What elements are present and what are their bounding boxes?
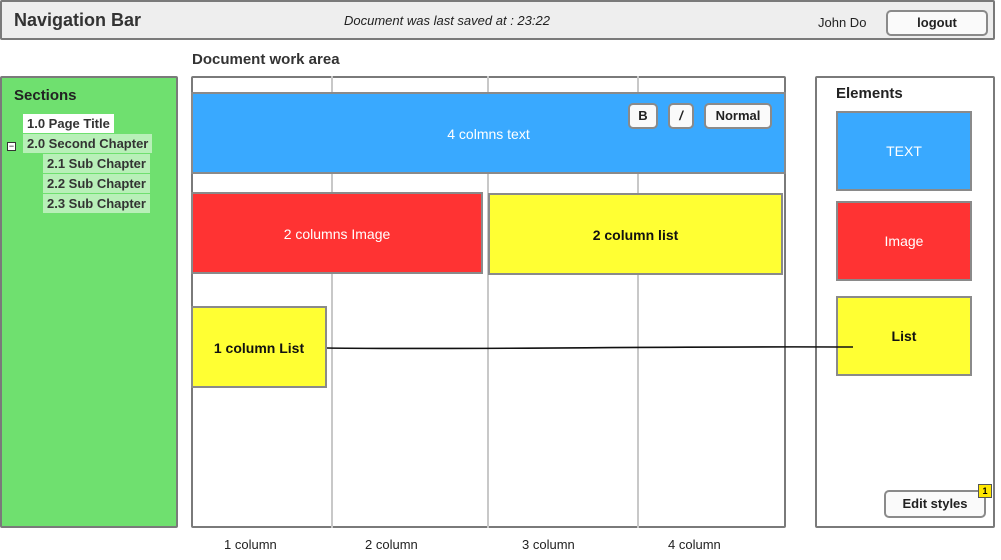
work-area-title: Document work area	[192, 51, 340, 68]
column-label-4: 4 column	[668, 537, 721, 552]
column-label-1: 1 column	[224, 537, 277, 552]
normal-style-button[interactable]: Normal	[704, 103, 772, 129]
section-item-second-chapter[interactable]: 2.0 Second Chapter	[23, 134, 153, 153]
two-column-list-block[interactable]: 2 column list	[488, 193, 783, 275]
logout-button[interactable]: logout	[886, 10, 988, 36]
column-label-3: 3 column	[522, 537, 575, 552]
text-element[interactable]: TEXT	[836, 111, 972, 191]
bold-button[interactable]: B	[628, 103, 658, 129]
column-label-2: 2 column	[365, 537, 418, 552]
notification-badge: 1	[978, 484, 992, 498]
edit-styles-button[interactable]: Edit styles	[884, 490, 986, 518]
four-column-text-label: 4 colmns text	[447, 126, 530, 142]
two-column-list-label: 2 column list	[592, 227, 679, 243]
one-column-list-label: 1 column List	[213, 340, 305, 356]
collapse-toggle-icon[interactable]: −	[7, 141, 16, 151]
section-item-sub-chapter-2-3[interactable]: 2.3 Sub Chapter	[43, 194, 150, 213]
sections-panel: Sections 1.0 Page Title − 2.0 Second Cha…	[0, 76, 178, 528]
column-divider	[637, 76, 639, 528]
column-divider	[331, 76, 333, 528]
sections-title: Sections	[14, 87, 77, 104]
section-item-sub-chapter-2-2[interactable]: 2.2 Sub Chapter	[43, 174, 150, 193]
two-column-image-label: 2 columns Image	[283, 226, 391, 242]
last-saved-status: Document was last saved at : 23:22	[344, 13, 550, 28]
nav-title: Navigation Bar	[14, 10, 142, 30]
user-name: John Do	[818, 15, 867, 30]
navigation-bar: Navigation Bar Document was last saved a…	[0, 0, 995, 40]
elements-title: Elements	[836, 85, 903, 102]
italic-button[interactable]: /	[668, 103, 694, 129]
list-element[interactable]: List	[836, 296, 972, 376]
column-divider	[487, 76, 489, 528]
two-column-image-block[interactable]: 2 columns Image	[191, 192, 483, 274]
one-column-list-block[interactable]: 1 column List	[191, 306, 327, 388]
section-item-sub-chapter-2-1[interactable]: 2.1 Sub Chapter	[43, 154, 150, 173]
image-element[interactable]: Image	[836, 201, 972, 281]
section-item-page-title[interactable]: 1.0 Page Title	[23, 114, 114, 133]
